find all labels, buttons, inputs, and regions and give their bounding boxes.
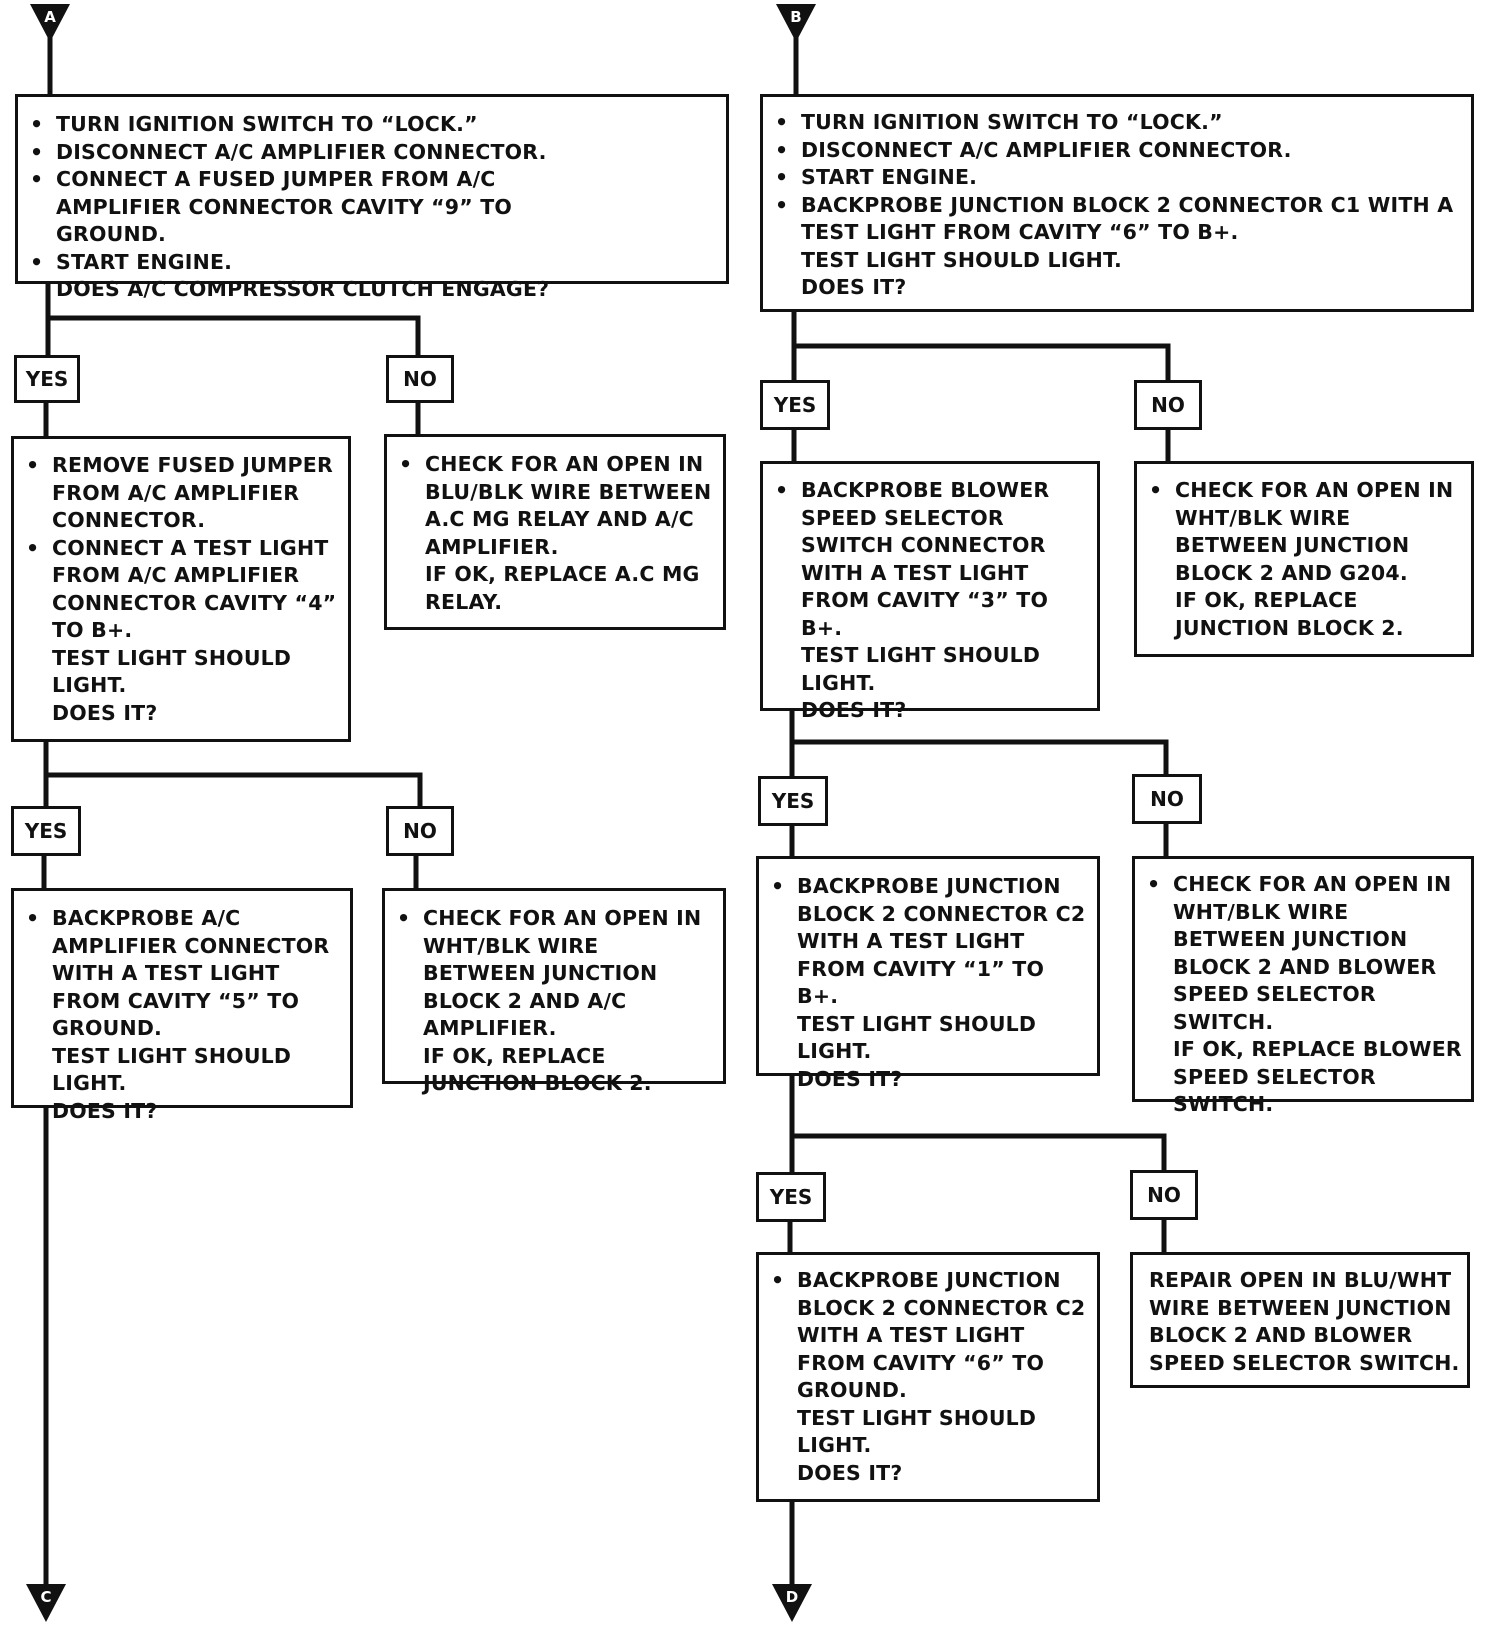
right-yes3-line: DOES IT? (797, 1460, 903, 1485)
left-yes1-label: YES (14, 355, 80, 403)
right-yes1-label: YES (760, 380, 830, 430)
right-yes2-label: YES (758, 776, 828, 826)
left-yes2-bullet: BACKPROBE A/C AMPLIFIER CONNECTOR WITH A… (14, 905, 342, 1043)
right-yes1-bullet: BACKPROBE BLOWER SPEED SELECTOR SWITCH C… (763, 477, 1089, 642)
connector-a-icon: A (30, 4, 70, 44)
left-no2-bullet: CHECK FOR AN OPEN IN WHT/BLK WIRE BETWEE… (385, 905, 715, 1043)
right-yes3-list: BACKPROBE JUNCTION BLOCK 2 CONNECTOR C2 … (759, 1267, 1089, 1405)
connector-c-label: C (40, 1588, 52, 1606)
right-no2-box: CHECK FOR AN OPEN IN WHT/BLK WIRE BETWEE… (1132, 856, 1474, 1116)
left-step1-question: DOES A/C COMPRESSOR CLUTCH ENGAGE? (56, 277, 550, 301)
left-step1-bullet: DISCONNECT A/C AMPLIFIER CONNECTOR. (18, 139, 726, 167)
right-no1-label: NO (1134, 380, 1202, 430)
left-no1-bullet: CHECK FOR AN OPEN IN BLU/BLK WIRE BETWEE… (387, 451, 715, 561)
connector-d-icon: D (772, 1584, 812, 1624)
connector-c-icon: C (26, 1584, 66, 1624)
left-step1-box: TURN IGNITION SWITCH TO “LOCK.” DISCONNE… (15, 94, 729, 301)
connector-d-label: D (785, 1588, 799, 1606)
right-no1-bullet: CHECK FOR AN OPEN IN WHT/BLK WIRE BETWEE… (1137, 477, 1465, 587)
right-yes1-line: DOES IT? (801, 698, 907, 722)
left-yes1-list: REMOVE FUSED JUMPER FROM A/C AMPLIFIER C… (14, 452, 340, 645)
right-step1-box: TURN IGNITION SWITCH TO “LOCK.” DISCONNE… (760, 94, 1474, 312)
right-no2-label: NO (1132, 774, 1202, 824)
right-no2-bullet: CHECK FOR AN OPEN IN WHT/BLK WIRE BETWEE… (1135, 871, 1465, 1036)
right-step1-line: TEST LIGHT SHOULD LIGHT. (801, 247, 1123, 272)
left-no1-list: CHECK FOR AN OPEN IN BLU/BLK WIRE BETWEE… (387, 451, 715, 561)
right-yes3-line: TEST LIGHT SHOULD LIGHT. (797, 1405, 1037, 1458)
right-yes2-bullet: BACKPROBE JUNCTION BLOCK 2 CONNECTOR C2 … (759, 873, 1089, 1011)
left-step1-bullet: CONNECT A FUSED JUMPER FROM A/C AMPLIFIE… (18, 166, 726, 249)
connector-b-icon: B (776, 4, 816, 44)
right-no1-line: IF OK, REPLACE JUNCTION BLOCK 2. (1175, 588, 1404, 640)
right-no1-list: CHECK FOR AN OPEN IN WHT/BLK WIRE BETWEE… (1137, 477, 1465, 587)
connector-a-label: A (44, 8, 56, 26)
left-step1-bullet: TURN IGNITION SWITCH TO “LOCK.” (18, 111, 726, 139)
right-yes2-list: BACKPROBE JUNCTION BLOCK 2 CONNECTOR C2 … (759, 873, 1089, 1011)
left-no2-line: IF OK, REPLACE JUNCTION BLOCK 2. (423, 1043, 652, 1096)
left-no2-box: CHECK FOR AN OPEN IN WHT/BLK WIRE BETWEE… (382, 888, 726, 1095)
right-no3-label: NO (1130, 1170, 1198, 1220)
right-yes3-bullet: BACKPROBE JUNCTION BLOCK 2 CONNECTOR C2 … (759, 1267, 1089, 1405)
right-step1-bullet: BACKPROBE JUNCTION BLOCK 2 CONNECTOR C1 … (763, 192, 1463, 247)
left-no1-box: CHECK FOR AN OPEN IN BLU/BLK WIRE BETWEE… (384, 434, 726, 630)
right-no2-line: IF OK, REPLACE BLOWER SPEED SELECTOR SWI… (1173, 1037, 1462, 1116)
left-yes2-line: TEST LIGHT SHOULD LIGHT. (52, 1043, 292, 1096)
left-no2-label: NO (386, 806, 454, 856)
right-no3-box: REPAIR OPEN IN BLU/WHT WIRE BETWEEN JUNC… (1130, 1252, 1470, 1388)
right-step1-bullet: DISCONNECT A/C AMPLIFIER CONNECTOR. (763, 137, 1463, 165)
left-yes1-bullet: REMOVE FUSED JUMPER FROM A/C AMPLIFIER C… (14, 452, 340, 535)
left-yes1-line: TEST LIGHT SHOULD LIGHT. (52, 645, 292, 698)
left-no1-line: IF OK, REPLACE A.C MG RELAY. (425, 562, 700, 614)
left-step1-bullet: START ENGINE. (18, 249, 726, 277)
right-yes2-line: TEST LIGHT SHOULD LIGHT. (797, 1011, 1037, 1064)
right-step1-list: TURN IGNITION SWITCH TO “LOCK.” DISCONNE… (763, 109, 1463, 247)
right-no3-text: REPAIR OPEN IN BLU/WHT WIRE BETWEEN JUNC… (1149, 1268, 1460, 1375)
right-yes3-box: BACKPROBE JUNCTION BLOCK 2 CONNECTOR C2 … (756, 1252, 1100, 1502)
right-step1-line: DOES IT? (801, 275, 907, 299)
right-yes2-line: DOES IT? (797, 1066, 903, 1091)
left-no1-label: NO (386, 355, 454, 403)
connector-b-label: B (790, 8, 802, 26)
left-yes2-line: DOES IT? (52, 1098, 158, 1123)
left-step1-list: TURN IGNITION SWITCH TO “LOCK.” DISCONNE… (18, 111, 726, 276)
left-no2-list: CHECK FOR AN OPEN IN WHT/BLK WIRE BETWEE… (385, 905, 715, 1043)
right-no1-box: CHECK FOR AN OPEN IN WHT/BLK WIRE BETWEE… (1134, 461, 1474, 657)
right-yes1-list: BACKPROBE BLOWER SPEED SELECTOR SWITCH C… (763, 477, 1089, 642)
right-step1-bullet: START ENGINE. (763, 164, 1463, 192)
right-yes1-line: TEST LIGHT SHOULD LIGHT. (801, 643, 1041, 695)
left-yes1-box: REMOVE FUSED JUMPER FROM A/C AMPLIFIER C… (11, 436, 351, 742)
left-yes2-box: BACKPROBE A/C AMPLIFIER CONNECTOR WITH A… (11, 888, 353, 1123)
right-yes3-label: YES (756, 1172, 826, 1222)
right-step1-bullet: TURN IGNITION SWITCH TO “LOCK.” (763, 109, 1463, 137)
left-yes1-line: DOES IT? (52, 700, 158, 725)
left-yes2-list: BACKPROBE A/C AMPLIFIER CONNECTOR WITH A… (14, 905, 342, 1043)
right-yes1-box: BACKPROBE BLOWER SPEED SELECTOR SWITCH C… (760, 461, 1100, 722)
right-no2-list: CHECK FOR AN OPEN IN WHT/BLK WIRE BETWEE… (1135, 871, 1465, 1036)
left-yes1-bullet: CONNECT A TEST LIGHT FROM A/C AMPLIFIER … (14, 535, 340, 645)
left-yes2-label: YES (11, 806, 81, 856)
right-yes2-box: BACKPROBE JUNCTION BLOCK 2 CONNECTOR C2 … (756, 856, 1100, 1091)
